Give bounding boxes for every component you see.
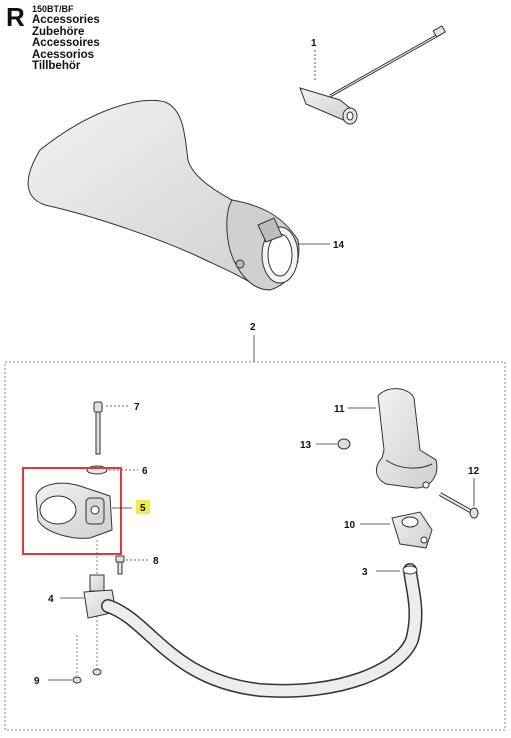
model-number: 150BT/BF xyxy=(32,4,74,14)
callout-6: 6 xyxy=(142,466,148,477)
title-fr: Accessoires xyxy=(32,37,100,49)
bolt-part xyxy=(439,492,479,519)
callout-8: 8 xyxy=(153,556,159,567)
callout-14: 14 xyxy=(333,240,345,251)
callout-4: 4 xyxy=(48,594,54,605)
callout-5[interactable]: 5 xyxy=(140,503,146,514)
upper-clamp-part xyxy=(391,511,433,549)
title-sv: Tillbehör xyxy=(32,60,81,72)
callout-1: 1 xyxy=(311,38,317,49)
title-list: Accessories Zubehöre Accessoires Acessor… xyxy=(32,14,100,73)
small-screw-part xyxy=(115,555,125,575)
deflector-part xyxy=(27,99,300,291)
clamp-part xyxy=(35,482,113,539)
callout-9: 9 xyxy=(34,676,40,687)
callout-7: 7 xyxy=(134,402,140,413)
loop-bar-part xyxy=(102,564,421,697)
nut-part xyxy=(72,676,82,684)
t-wrench-part xyxy=(299,25,447,125)
callout-11: 11 xyxy=(334,404,345,415)
highlight-box xyxy=(22,467,122,555)
highlight-label-bg xyxy=(136,500,150,514)
callout-12: 12 xyxy=(468,466,480,477)
callout-10: 10 xyxy=(344,520,356,531)
section-letter: R xyxy=(6,2,25,32)
group-box xyxy=(4,361,506,731)
title-en: Accessories xyxy=(32,14,100,26)
small-nut-part xyxy=(337,438,351,450)
callout-3: 3 xyxy=(362,567,368,578)
long-screw-part xyxy=(93,401,103,455)
callout-2: 2 xyxy=(250,322,256,333)
title-es: Acessorios xyxy=(32,48,95,61)
callout-13: 13 xyxy=(300,440,312,451)
title-de: Zubehöre xyxy=(32,25,85,38)
nut-part-2 xyxy=(92,668,102,676)
grip-part xyxy=(376,388,438,489)
